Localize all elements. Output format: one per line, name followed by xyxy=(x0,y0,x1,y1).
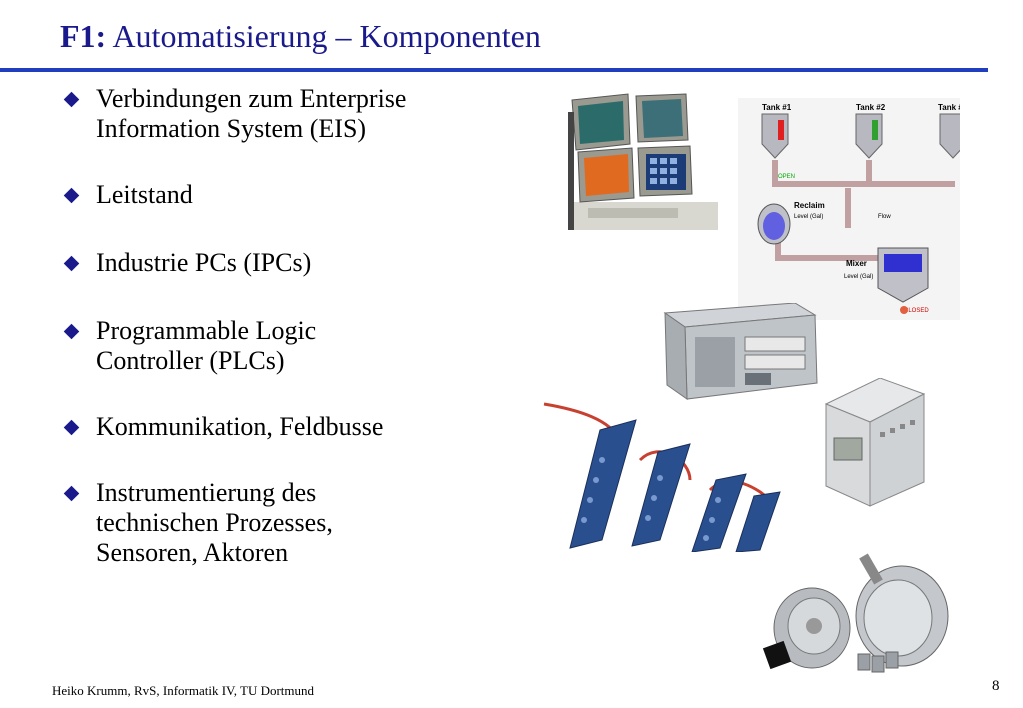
title-rule xyxy=(0,68,988,72)
bullet-list: Verbindungen zum Enterprise Information … xyxy=(60,84,426,568)
bullet-item: Leitstand xyxy=(60,180,426,210)
bullet-item: Verbindungen zum Enterprise Information … xyxy=(60,84,426,144)
tank2-label: Tank #2 xyxy=(856,103,886,112)
bullet-text: Industrie PCs (IPCs) xyxy=(96,248,312,277)
diamond-bullet-icon xyxy=(63,187,80,204)
mixer-level-label: Level (Gal) xyxy=(844,274,873,280)
title-prefix: F1: xyxy=(60,18,107,54)
valve-open-label: OPEN xyxy=(778,174,795,180)
footer-text: Heiko Krumm, RvS, Informatik IV, TU Dort… xyxy=(52,683,315,698)
tank3-label: Tank # xyxy=(938,103,960,112)
fieldbus-modules-image xyxy=(540,400,790,552)
bullet-text: Instrumentierung des technischen Prozess… xyxy=(96,478,333,567)
diamond-bullet-icon xyxy=(63,323,80,340)
diamond-bullet-icon xyxy=(63,91,80,108)
diamond-bullet-icon xyxy=(63,255,80,272)
bullet-item: Kommunikation, Feldbusse xyxy=(60,412,426,442)
bullet-item: Industrie PCs (IPCs) xyxy=(60,248,426,278)
slide-title: F1: Automatisierung – Komponenten xyxy=(60,18,541,55)
reclaim-label: Reclaim xyxy=(794,201,825,210)
plc-image xyxy=(820,378,930,508)
bullet-text: Verbindungen zum Enterprise Information … xyxy=(96,84,407,143)
sensor-encoder-image xyxy=(762,548,962,678)
control-room-image xyxy=(568,92,718,230)
scada-process-image: Tank #1 Tank #2 Tank # OPEN Reclaim Leve… xyxy=(738,98,960,320)
bullet-text: Kommunikation, Feldbusse xyxy=(96,412,384,441)
bullet-text: Leitstand xyxy=(96,180,193,209)
diamond-bullet-icon xyxy=(63,485,80,502)
page-number: 8 xyxy=(992,678,1000,694)
bullet-text: Programmable Logic Controller (PLCs) xyxy=(96,316,317,375)
tank1-label: Tank #1 xyxy=(762,103,792,112)
mixer-label: Mixer xyxy=(846,259,867,268)
diamond-bullet-icon xyxy=(63,419,80,436)
flow-label: Flow xyxy=(878,214,891,220)
reclaim-level-label: Level (Gal) xyxy=(794,214,823,220)
bullet-item: Instrumentierung des technischen Prozess… xyxy=(60,478,426,568)
valve-closed-label: CLOSED xyxy=(904,308,929,314)
title-text: Automatisierung – Komponenten xyxy=(106,18,541,54)
bullet-item: Programmable Logic Controller (PLCs) xyxy=(60,316,426,376)
industrial-pc-image xyxy=(645,303,820,403)
